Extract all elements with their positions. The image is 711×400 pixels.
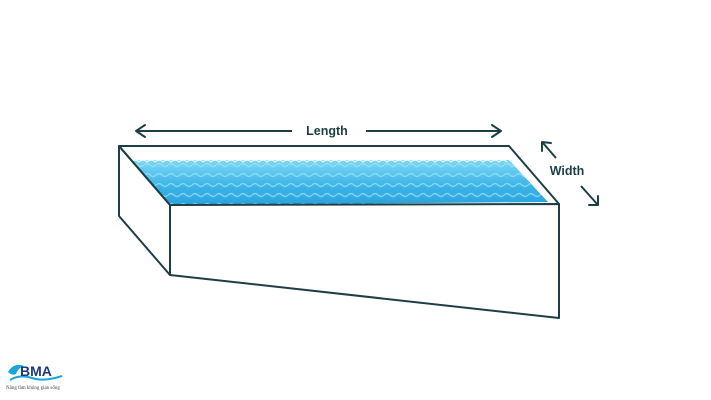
width-arrowhead-bottom (588, 195, 599, 206)
bma-logo: BMA Nâng tầm không gian sống (6, 363, 63, 391)
length-arrowhead-left (135, 124, 146, 138)
logo-wave-line-icon (9, 375, 63, 381)
logo-name: BMA (20, 363, 52, 379)
width-dimension: Width (541, 141, 599, 206)
pool-front-face (169, 203, 560, 319)
width-arrow-top (542, 142, 557, 159)
logo-tagline: Nâng tầm không gian sống (6, 386, 60, 391)
water-wave-edge (130, 159, 508, 163)
length-label: Length (306, 124, 348, 138)
pool-top-rim (118, 145, 560, 206)
logo-wave-icon (8, 364, 24, 375)
width-arrowhead-top (541, 141, 552, 152)
width-label: Width (550, 164, 585, 178)
length-arrowhead-right (491, 124, 502, 138)
width-arrow-bottom (580, 185, 599, 206)
pool-box (118, 145, 560, 319)
length-dimension: Length (135, 124, 502, 138)
water-ripples (129, 160, 548, 205)
